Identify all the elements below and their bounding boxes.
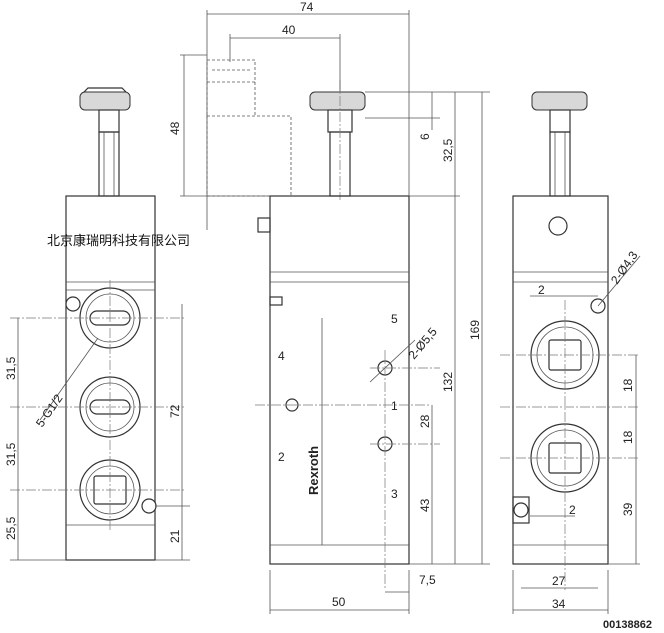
watermark-text: 北京康瑞明科技有限公司 (47, 233, 190, 249)
left-view (10, 87, 190, 561)
dim-7-5: 7,5 (419, 573, 436, 587)
brand-logo: Rexroth (306, 446, 321, 495)
port-label-5: 5 (391, 312, 398, 326)
dim-18-bottom: 18 (621, 430, 635, 444)
dim-27: 27 (552, 574, 566, 588)
dim-2-bottom: 2 (569, 503, 576, 517)
dim-43: 43 (418, 498, 432, 512)
dim-40: 40 (282, 23, 296, 37)
dim-2-top: 2 (538, 283, 545, 297)
dim-18-top: 18 (621, 378, 635, 392)
dim-48: 48 (168, 121, 182, 135)
dim-34: 34 (552, 597, 566, 611)
dim-132: 132 (441, 372, 455, 392)
dim-31-5-top: 31,5 (4, 356, 18, 380)
right-view (500, 91, 641, 614)
dim-39: 39 (621, 502, 635, 516)
left-knob (79, 91, 131, 111)
middle-knob (309, 91, 366, 111)
dim-6: 6 (418, 133, 432, 140)
dim-21: 21 (168, 529, 182, 543)
dim-169: 169 (468, 320, 482, 340)
dim-25-5: 25,5 (4, 516, 18, 540)
dim-50: 50 (332, 595, 346, 609)
port-label-3: 3 (391, 487, 398, 501)
port-label-2: 2 (278, 450, 285, 464)
drawing-code: 00138862 (603, 619, 652, 631)
right-body (512, 195, 609, 565)
dim-31-5-bottom: 31,5 (4, 442, 18, 466)
port-label-1: 1 (391, 399, 398, 413)
thread-callout: 5-G1/2 (33, 391, 66, 429)
hole-callout-side: 2-Ø4,3 (608, 248, 641, 286)
hole-callout-front: 2-Ø5,5 (406, 325, 441, 362)
middle-body (269, 195, 410, 565)
dim-32-5: 32,5 (441, 138, 455, 162)
right-knob (531, 91, 588, 111)
middle-view (180, 10, 490, 614)
left-body (65, 195, 156, 561)
dim-72: 72 (168, 404, 182, 418)
dim-74: 74 (300, 0, 314, 14)
port-labels: 5 4 1 2 3 (278, 312, 398, 501)
port-label-4: 4 (278, 349, 285, 363)
dim-28: 28 (418, 414, 432, 428)
